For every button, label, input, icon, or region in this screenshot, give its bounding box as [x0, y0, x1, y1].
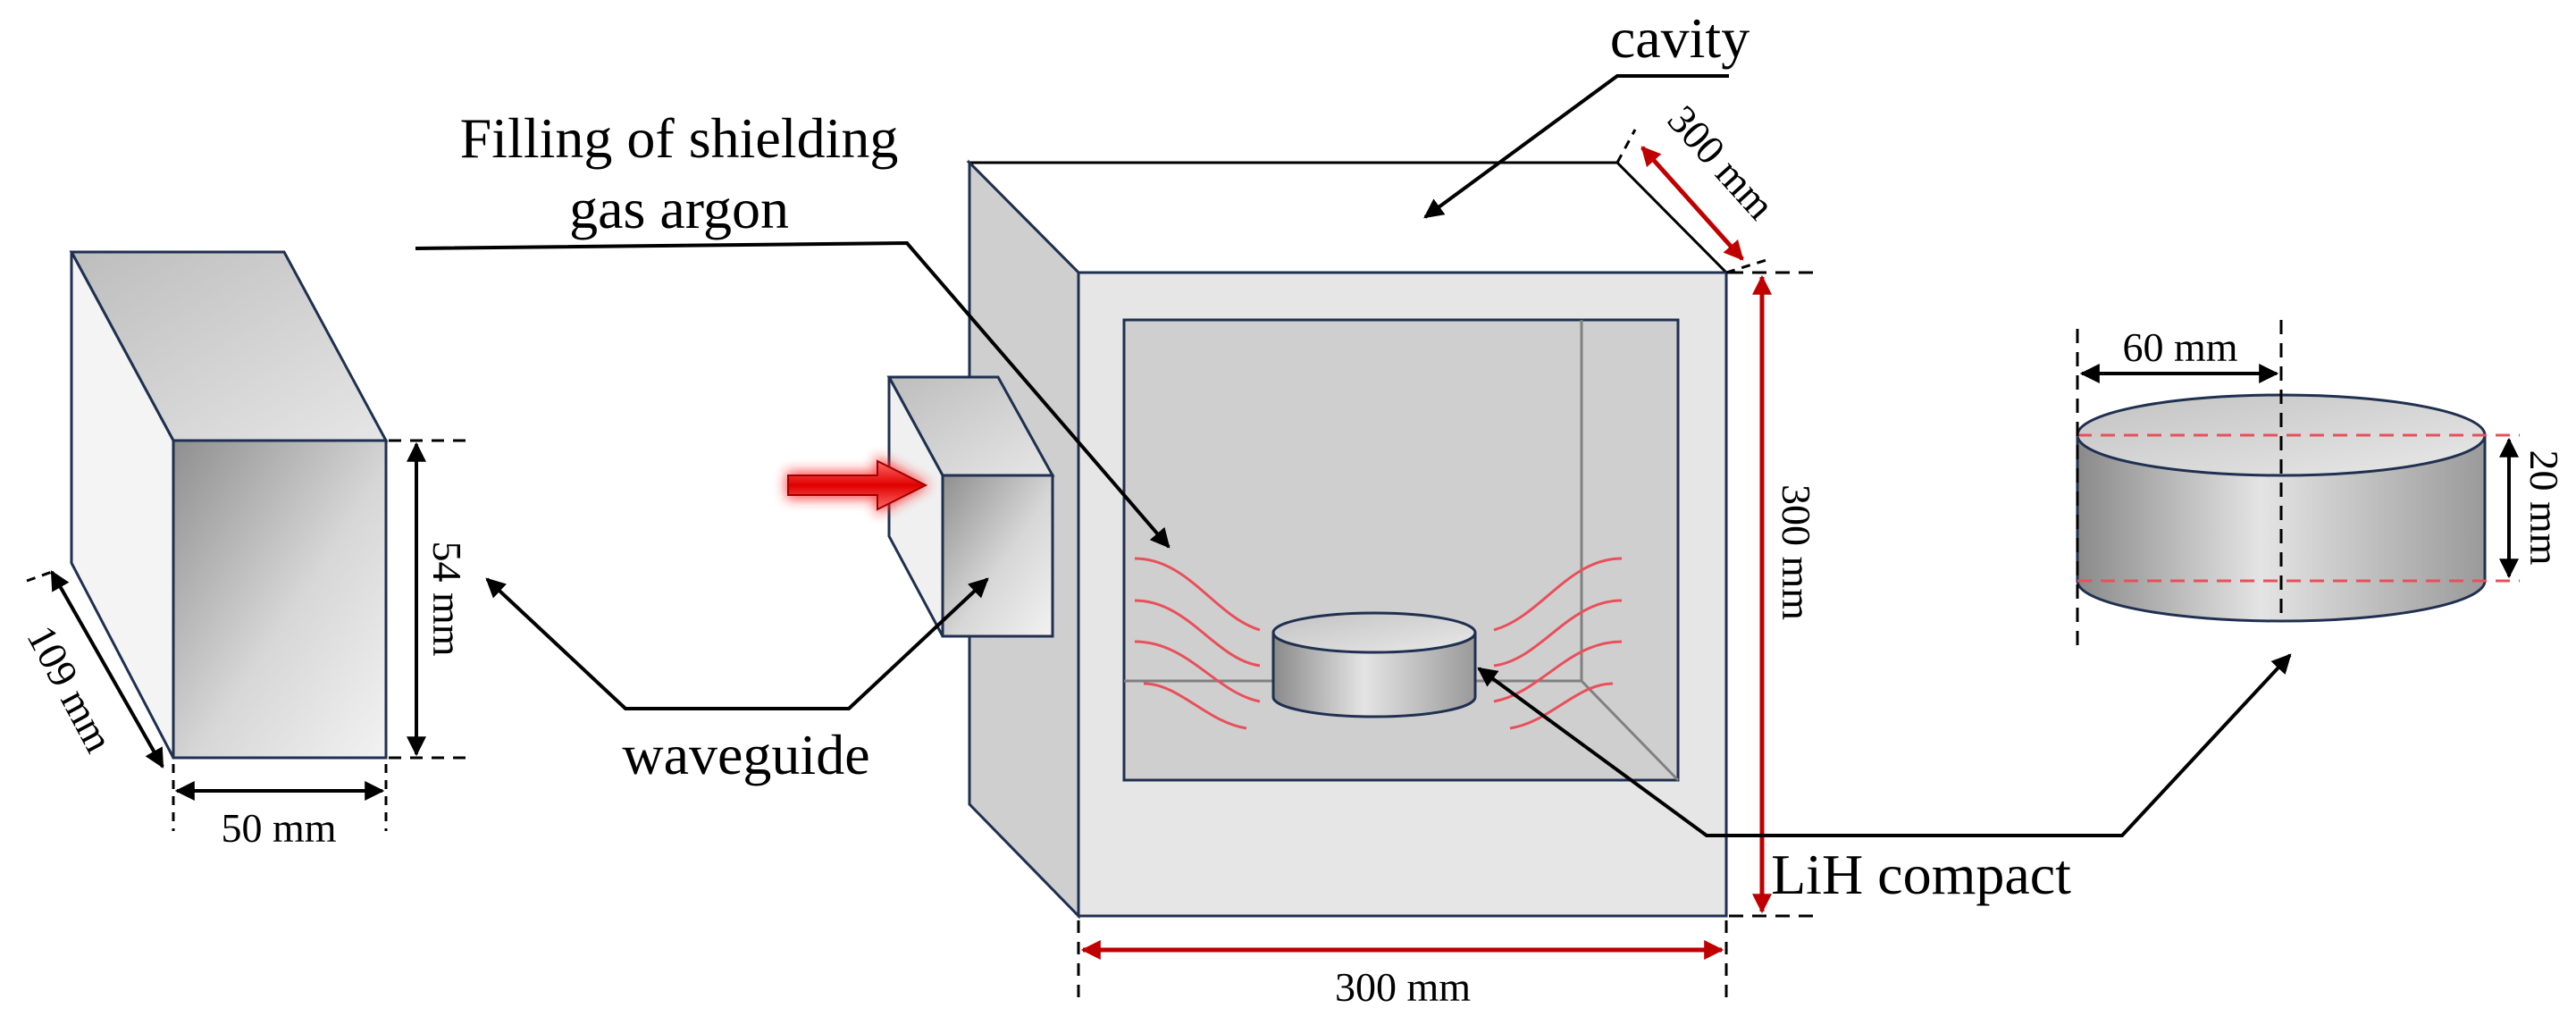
filling-label-line1: Filling of shielding — [460, 106, 899, 170]
field-lines-left — [1134, 557, 1261, 730]
waveguide-block — [69, 250, 389, 760]
lih-compact-large — [2076, 393, 2487, 623]
waveguide-leader — [485, 577, 989, 710]
cavity-box — [966, 159, 1730, 920]
cavity-leader — [1423, 74, 1729, 219]
cavity-top-face — [966, 161, 1730, 274]
cavity-inner-corner-edge — [1580, 679, 1680, 782]
compact-thickness-label: 20 mm — [2521, 449, 2567, 565]
lih-compact-label: LiH compact — [1771, 843, 2071, 906]
filling-label-line2: gas argon — [569, 177, 789, 240]
waveguide-width-label: 50 mm — [221, 805, 336, 851]
waveguide-length-label: 109 mm — [18, 618, 122, 760]
microwave-input-arrow — [786, 456, 929, 515]
lih-compact-leader — [1477, 653, 2292, 837]
cavity-width-label: 300 mm — [1335, 964, 1471, 1010]
lih-compact-small — [1271, 611, 1477, 718]
cavity-waveguide-front — [941, 474, 1054, 638]
cavity-depth-tick-top — [1615, 129, 1637, 164]
waveguide-block-front — [172, 439, 388, 760]
cavity-depth-tick-bottom — [1725, 257, 1770, 274]
filling-leader — [415, 240, 1171, 549]
waveguide-label: waveguide — [622, 723, 869, 786]
waveguide-length-arrow — [50, 570, 164, 768]
compact-diameter-label: 60 mm — [2122, 324, 2237, 370]
cavity-label: cavity — [1610, 6, 1749, 70]
cavity-depth-label: 300 mm — [1659, 97, 1784, 228]
cavity-waveguide — [886, 375, 1055, 638]
waveguide-height-label: 54 mm — [424, 541, 470, 656]
cavity-height-label: 300 mm — [1774, 484, 1819, 620]
cavity-depth-arrow — [1640, 146, 1744, 261]
waveguide-length-tick — [26, 570, 53, 583]
